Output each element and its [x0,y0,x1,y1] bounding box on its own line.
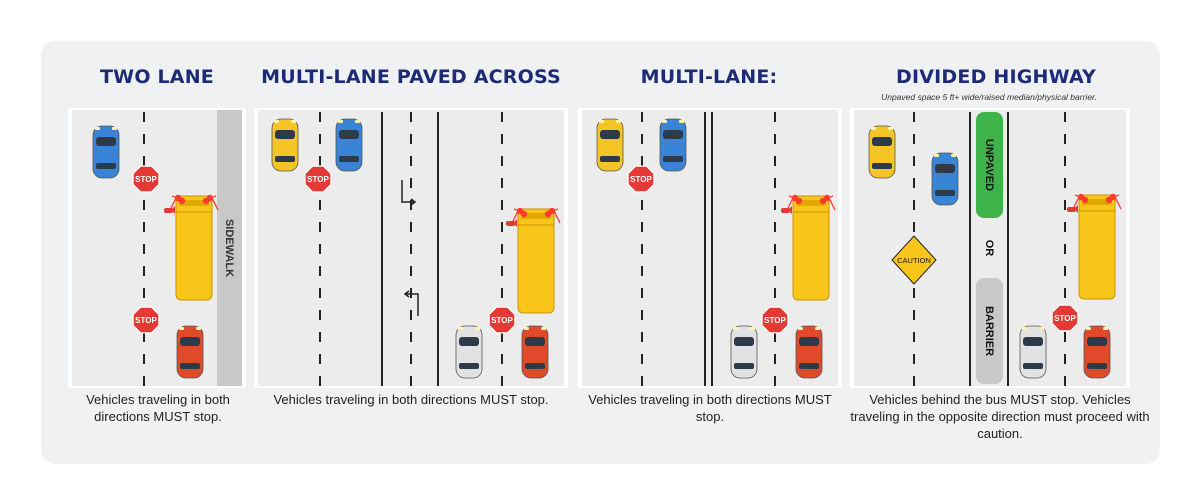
turn-arrow-icon [406,293,419,316]
caption-two-lane: Vehicles traveling in both directions MU… [86,392,230,424]
panel-title-divided-highway: DIVIDED HIGHWAY [896,66,1096,88]
car-icon [1083,325,1111,379]
stop-sign-label: STOP [1054,314,1076,323]
panel-two-lane: SIDEWALK STOP STOP [68,108,246,388]
school-bus-icon [506,207,561,314]
caution-label: CAUTION [897,256,931,265]
unpaved-median [976,112,1003,218]
turn-arrow-icon [401,180,414,203]
school-bus-icon [1067,193,1122,300]
stop-sign-label: STOP [307,175,329,184]
stop-sign-label: STOP [764,316,786,325]
panel-title-multi-lane: MULTI-LANE: [640,66,778,88]
car-icon [335,118,363,172]
car-icon [730,325,758,379]
stop-sign-label: STOP [491,316,513,325]
car-icon [868,125,896,179]
sidewalk-label: SIDEWALK [223,219,235,277]
stop-sign-icon: STOP [627,165,655,193]
school-bus-icon [164,194,219,301]
panel-divided-highway: UNPAVED OR BARRIER CAUTION STOP [850,108,1130,388]
divided-highway-subtitle: Unpaved space 5 ft+ wide/raised median/p… [881,92,1097,102]
car-icon [271,118,299,172]
multi-lane-paved-scene: STOP STOP [271,112,561,386]
stop-sign-icon: STOP [488,306,516,334]
sidewalk [217,110,242,386]
car-icon [1019,325,1047,379]
car-icon [455,325,483,379]
car-icon [596,118,624,172]
stop-sign-icon: STOP [304,165,332,193]
caption-multi-lane-paved: Vehicles traveling in both directions MU… [273,392,549,407]
panel-multi-lane-paved: STOP STOP [254,108,568,388]
car-icon [795,325,823,379]
stop-sign-label: STOP [630,175,652,184]
panel-title-two-lane: TWO LANE [100,66,214,88]
car-icon [92,125,120,179]
caution-sign-icon: CAUTION [891,235,937,285]
barrier-median [976,278,1003,384]
panel-title-multi-lane-paved: MULTI-LANE PAVED ACROSS [261,66,561,88]
car-icon [521,325,549,379]
stop-sign-icon: STOP [132,306,160,334]
car-icon [931,152,959,206]
school-bus-icon [781,194,836,301]
stop-sign-label: STOP [135,175,157,184]
panel-multi-lane: STOP STOP [578,108,842,388]
stop-sign-icon: STOP [132,165,160,193]
divided-highway-scene: UNPAVED OR BARRIER CAUTION STOP [868,112,1122,386]
two-lane-scene: SIDEWALK STOP STOP [92,110,242,386]
multi-lane-scene: STOP STOP [596,112,836,386]
stop-sign-icon: STOP [1051,304,1079,332]
car-icon [659,118,687,172]
caption-divided-highway: Vehicles behind the bus MUST stop. Vehic… [850,392,1150,441]
stop-sign-icon: STOP [761,306,789,334]
stop-sign-label: STOP [135,316,157,325]
caption-multi-lane: Vehicles traveling in both directions MU… [588,392,832,424]
or-label: OR [983,240,995,257]
barrier-label: BARRIER [983,306,995,356]
unpaved-label: UNPAVED [983,139,995,191]
car-icon [176,325,204,379]
